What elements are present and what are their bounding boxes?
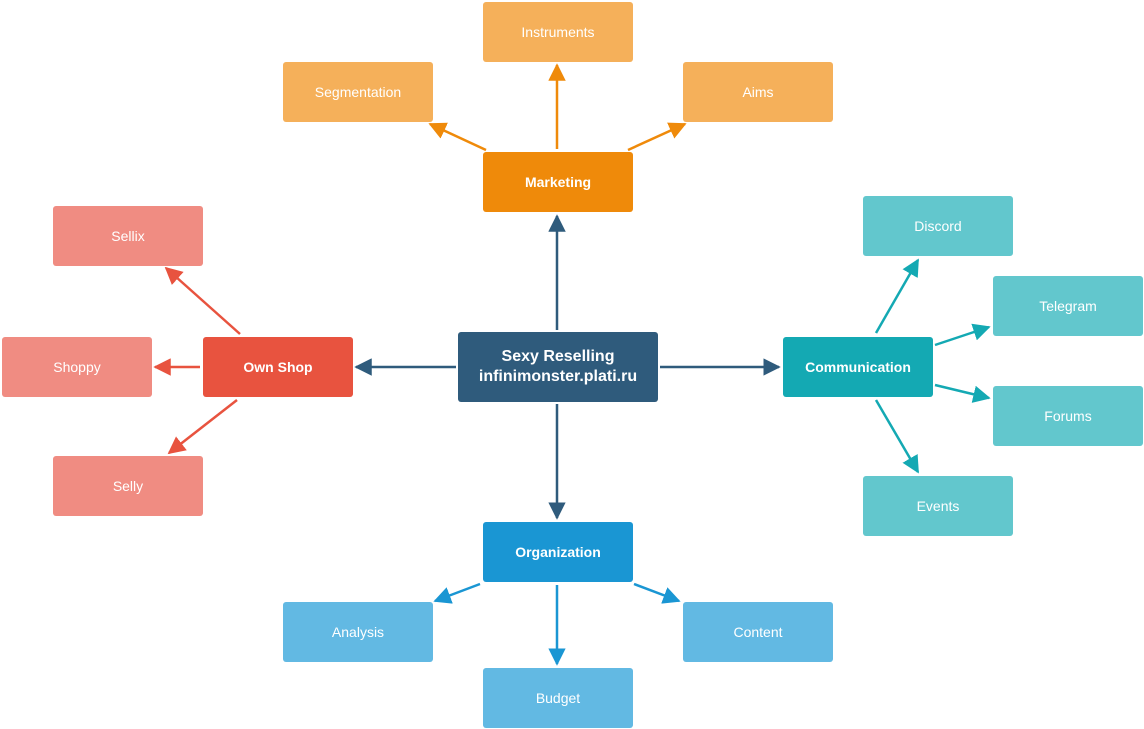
- shoppy-node[interactable]: Shoppy: [2, 337, 152, 397]
- marketing-node[interactable]: Marketing: [483, 152, 633, 212]
- edge-marketing-to-segmentation: [428, 122, 487, 152]
- events-node[interactable]: Events: [863, 476, 1013, 536]
- analysis-node[interactable]: Analysis: [283, 602, 433, 662]
- own-shop-node[interactable]: Own Shop: [203, 337, 353, 397]
- forums-node[interactable]: Forums: [993, 386, 1143, 446]
- central-topic-title: Sexy Reselling: [501, 348, 615, 365]
- budget-node[interactable]: Budget: [483, 668, 633, 728]
- content-node[interactable]: Content: [683, 602, 833, 662]
- edge-marketing-to-aims: [627, 122, 687, 152]
- central-topic-node[interactable]: Sexy Reselling infinimonster.plati.ru: [458, 332, 658, 402]
- edge-communication-to-forums: [934, 383, 991, 403]
- sellix-node[interactable]: Sellix: [53, 206, 203, 266]
- telegram-node[interactable]: Telegram: [993, 276, 1143, 336]
- edge-communication-to-discord: [874, 258, 920, 334]
- edge-communication-to-events: [874, 399, 920, 474]
- aims-node[interactable]: Aims: [683, 62, 833, 122]
- central-topic-subtitle: infinimonster.plati.ru: [478, 368, 638, 385]
- selly-node[interactable]: Selly: [53, 456, 203, 516]
- discord-node[interactable]: Discord: [863, 196, 1013, 256]
- instruments-node[interactable]: Instruments: [483, 2, 633, 62]
- communication-node[interactable]: Communication: [783, 337, 933, 397]
- edge-own-shop-to-sellix: [164, 266, 241, 335]
- edge-organization-to-content: [633, 582, 681, 604]
- edge-own-shop-to-selly: [167, 399, 238, 455]
- edge-communication-to-telegram: [934, 323, 991, 347]
- organization-node[interactable]: Organization: [483, 522, 633, 582]
- segmentation-node[interactable]: Segmentation: [283, 62, 433, 122]
- edge-organization-to-analysis: [433, 582, 481, 604]
